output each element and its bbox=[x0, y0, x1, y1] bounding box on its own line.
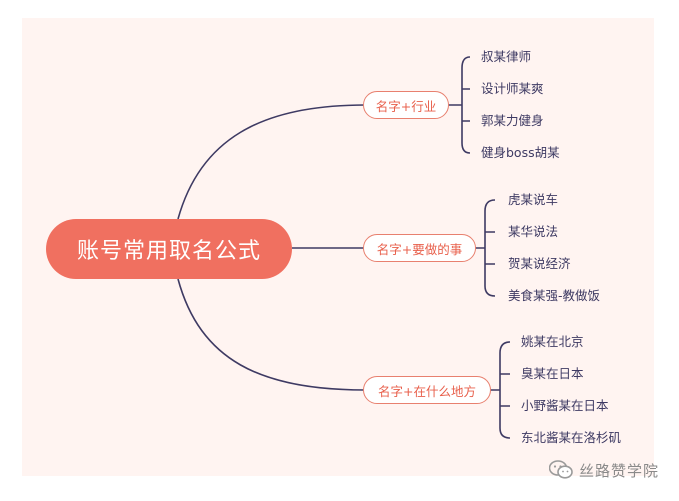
bracket-branch-3 bbox=[490, 341, 511, 439]
watermark: 丝路赞学院 bbox=[548, 458, 659, 482]
leaf-item: 虎某说车 bbox=[508, 192, 559, 207]
wechat-icon bbox=[548, 458, 573, 482]
branch-node-location: 名字+在什么地方 bbox=[363, 376, 491, 404]
leaf-item: 姚某在北京 bbox=[521, 334, 584, 349]
leaf-item: 东北酱某在洛杉矶 bbox=[521, 430, 622, 445]
branch-node-industry: 名字+行业 bbox=[363, 91, 449, 119]
bracket-branch-1 bbox=[448, 56, 471, 154]
leaf-item: 小野酱某在日本 bbox=[521, 398, 609, 413]
root-node: 账号常用取名公式 bbox=[46, 219, 292, 279]
bracket-ticks-branch-3 bbox=[500, 373, 510, 407]
link-root-branch-3 bbox=[177, 278, 366, 391]
bracket-ticks-branch-1 bbox=[462, 88, 470, 122]
link-root-branch-1 bbox=[177, 104, 366, 220]
leaf-item: 健身boss胡某 bbox=[481, 145, 560, 160]
leaf-item: 美食某强-教做饭 bbox=[508, 288, 601, 303]
bracket-ticks-branch-2 bbox=[485, 231, 495, 265]
leaf-item: 郭某力健身 bbox=[481, 113, 544, 128]
branch-node-activity: 名字+要做的事 bbox=[363, 234, 476, 262]
bracket-branch-2 bbox=[475, 199, 496, 297]
leaf-item: 设计师某爽 bbox=[481, 81, 544, 96]
leaf-item: 臭某在日本 bbox=[521, 366, 584, 381]
leaf-item: 叔某律师 bbox=[481, 49, 532, 64]
watermark-text: 丝路赞学院 bbox=[578, 461, 659, 480]
leaf-item: 某华说法 bbox=[508, 224, 559, 239]
leaf-item: 贺某说经济 bbox=[508, 256, 571, 271]
